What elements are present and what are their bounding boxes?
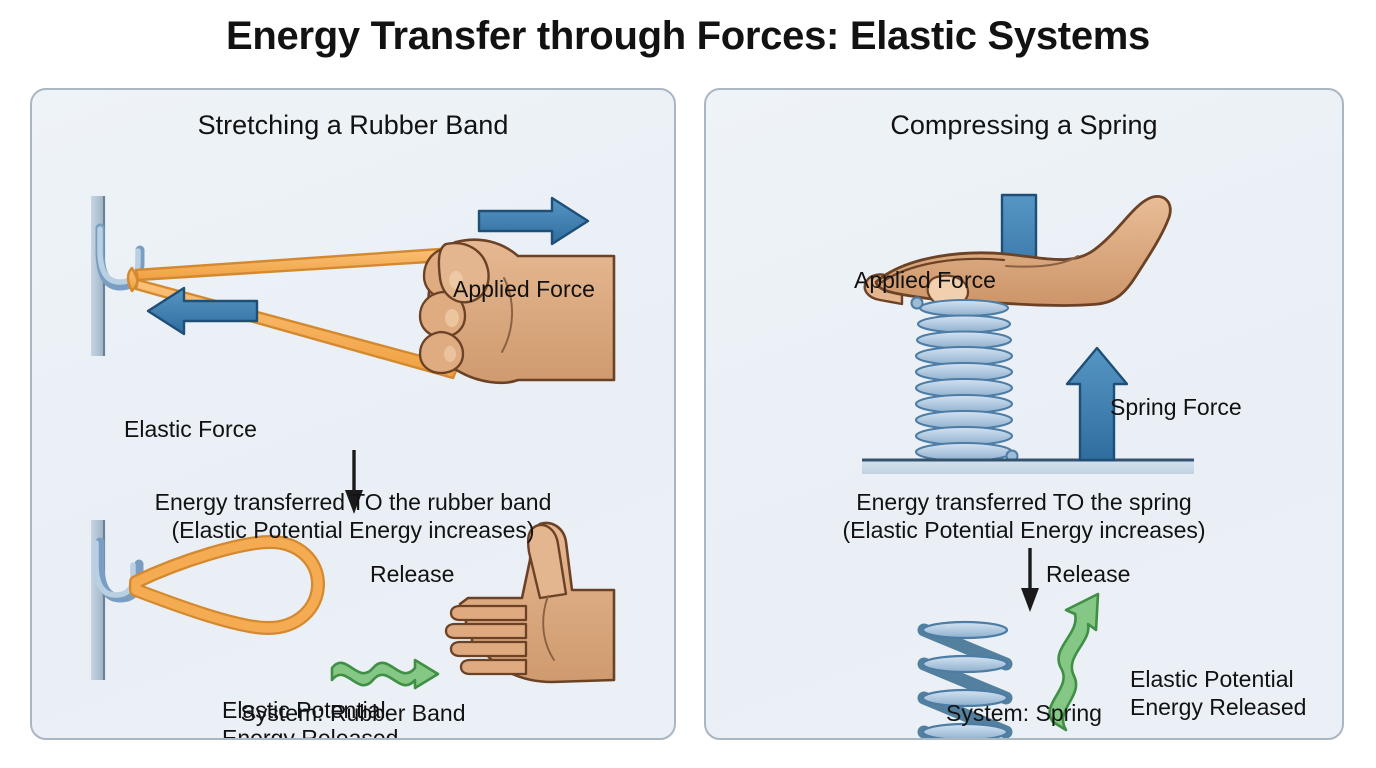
label-applied-force-spring: Applied Force xyxy=(854,267,996,293)
label-epe-released-line1-spring: Elastic Potential xyxy=(1130,666,1294,692)
rubber-band-relaxed xyxy=(129,535,325,635)
label-epe-released-line2-spring: Energy Released xyxy=(1130,694,1307,720)
transfer-text-line2-spring: (Elastic Potential Energy increases) xyxy=(842,517,1206,543)
label-applied-force-rubber: Applied Force xyxy=(453,276,595,302)
energy-release-arrow-spring xyxy=(1048,592,1100,732)
label-release-spring: Release xyxy=(1046,561,1131,587)
relaxed-spring xyxy=(917,620,1013,738)
rubber-band-scene xyxy=(91,196,616,690)
fist-hand xyxy=(418,238,616,385)
panel-rubber-band: Stretching a Rubber Band xyxy=(30,88,676,740)
label-epe-released-line1-rubber: Elastic Potential xyxy=(222,697,386,723)
elastic-force-arrow xyxy=(146,286,259,336)
transfer-text-line2-rubber: (Elastic Potential Energy increases) xyxy=(171,517,535,543)
applied-force-arrow xyxy=(477,196,590,246)
system-label-spring: System: Spring xyxy=(946,700,1102,726)
label-elastic-force: Elastic Force xyxy=(124,416,257,442)
energy-release-arrow-rubber xyxy=(330,658,440,690)
release-arrow-spring-visible xyxy=(1021,548,1039,612)
panel-title-rubber-band: Stretching a Rubber Band xyxy=(197,110,509,140)
transfer-text-line1-rubber: Energy transferred TO the rubber band xyxy=(154,489,552,515)
transfer-text-line1-spring: Energy transferred TO the spring xyxy=(856,489,1192,515)
open-hand xyxy=(444,521,616,684)
system-label-rubber-band: System: Rubber Band xyxy=(240,700,466,726)
compressed-spring xyxy=(910,296,1019,463)
panel-title-spring: Compressing a Spring xyxy=(890,110,1158,140)
spring-scene xyxy=(862,193,1194,738)
release-arrow-rubber xyxy=(345,450,363,514)
label-spring-force: Spring Force xyxy=(1110,394,1242,420)
panel-spring: Compressing a Spring xyxy=(704,88,1344,740)
base-plate-top xyxy=(862,458,1194,474)
page-title: Energy Transfer through Forces: Elastic … xyxy=(226,14,1150,58)
label-release-rubber: Release xyxy=(370,561,455,587)
label-epe-released-line2-rubber: Energy Released xyxy=(222,725,399,740)
spring-force-arrow xyxy=(1065,346,1129,462)
